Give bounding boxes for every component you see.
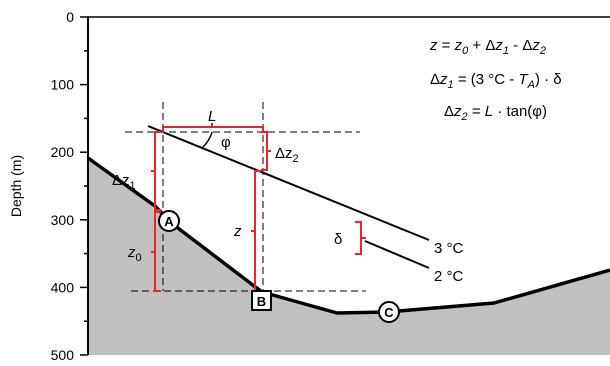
eq3-end: · tan(φ) xyxy=(493,103,547,120)
y-tick-label: 400 xyxy=(51,279,75,295)
z0-label-text: z0 xyxy=(127,244,142,264)
eq1-z1-sub: 1 xyxy=(503,45,509,57)
equation-dz2: Δz2 = L · tan(φ) xyxy=(444,103,547,123)
eq3-z2: z xyxy=(453,103,462,120)
equation-dz1: Δz1 = (3 °C - TA) · δ xyxy=(430,71,562,91)
isotherm-3c-label: 3 °C xyxy=(434,240,464,257)
eq1-z1: z xyxy=(494,37,503,54)
point-c-label: C xyxy=(384,305,394,320)
eq3-delta: Δ xyxy=(444,103,454,120)
eq2-end: ) · δ xyxy=(535,71,562,88)
bracket-delta xyxy=(355,221,366,255)
eq2-t: T xyxy=(518,71,529,88)
equation-z: z = z0 + Δz1 - Δz2 xyxy=(429,37,546,57)
eq1-z2-sub: 2 xyxy=(539,45,546,57)
y-axis-ticks xyxy=(80,16,88,356)
isotherm-2c-line xyxy=(364,240,430,269)
eq1-plus: + Δ xyxy=(468,37,495,54)
phi-label: φ xyxy=(221,134,231,151)
eq2-mid: = (3 °C - xyxy=(454,71,519,88)
z-label: z xyxy=(233,223,242,240)
eq2-t-sub: A xyxy=(527,79,535,91)
eq1-z: z xyxy=(429,37,438,54)
y-tick-labels: 0 100 200 300 400 500 xyxy=(51,9,75,363)
eq3-l: L xyxy=(485,103,493,120)
z0-label-z: z xyxy=(127,244,136,261)
bracket-l xyxy=(162,123,264,133)
eq2-z1-sub: 1 xyxy=(448,79,454,91)
dz2-label-text: Δz2 xyxy=(275,145,299,165)
y-tick-label: 200 xyxy=(51,144,75,160)
eq1-z2: z xyxy=(531,37,540,54)
bracket-dz1 xyxy=(151,131,161,211)
equation-block: z = z0 + Δz1 - Δz2 Δz1 = (3 °C - TA) · δ… xyxy=(429,37,562,123)
dz2-label: Δz2 xyxy=(275,145,299,165)
delta-label: δ xyxy=(334,231,342,248)
z0-label: z0 xyxy=(127,244,142,264)
isotherm-3c-line xyxy=(147,125,430,241)
y-axis-title: Depth (m) xyxy=(8,155,24,217)
eq1-minus: - Δ xyxy=(509,37,532,54)
point-b-box xyxy=(251,290,272,311)
point-a-marker: A xyxy=(158,210,180,232)
dz1-label-delta: Δz xyxy=(112,172,130,189)
terrain-fill xyxy=(88,158,610,355)
dz1-label-sub: 1 xyxy=(130,180,136,192)
phi-angle-arc xyxy=(202,131,213,148)
l-label: L xyxy=(208,108,216,125)
bracket-dz2 xyxy=(261,131,271,171)
point-a-label: A xyxy=(164,214,174,229)
bracket-z xyxy=(251,170,261,292)
y-tick-label: 0 xyxy=(66,9,74,25)
dz2-label-sub: 2 xyxy=(293,153,299,165)
point-b-marker: B xyxy=(251,290,272,311)
eq1-z0-sub: 0 xyxy=(462,45,469,57)
dz1-label-text: Δz1 xyxy=(112,172,136,192)
y-tick-label: 100 xyxy=(51,77,75,93)
eq2-z1: z xyxy=(439,71,448,88)
terrain-surface-line xyxy=(86,156,610,315)
point-c-marker: C xyxy=(378,301,400,323)
eq1-eq: = xyxy=(438,37,455,54)
eq3-z2-sub: 2 xyxy=(461,111,468,123)
point-c-circle xyxy=(378,301,400,323)
dz1-label: Δz1 xyxy=(112,172,136,192)
eq2-delta: Δ xyxy=(430,71,440,88)
dz2-label-delta: Δz xyxy=(275,145,293,162)
point-a-circle xyxy=(158,210,180,232)
y-tick-label: 500 xyxy=(51,347,75,363)
point-b-label: B xyxy=(257,294,266,309)
z0-label-sub: 0 xyxy=(136,252,142,264)
y-tick-label: 300 xyxy=(51,212,75,228)
eq1-z0: z xyxy=(454,37,463,54)
eq3-eq: = xyxy=(468,103,485,120)
bracket-z0 xyxy=(151,211,161,292)
isotherm-2c-label: 2 °C xyxy=(434,268,464,285)
